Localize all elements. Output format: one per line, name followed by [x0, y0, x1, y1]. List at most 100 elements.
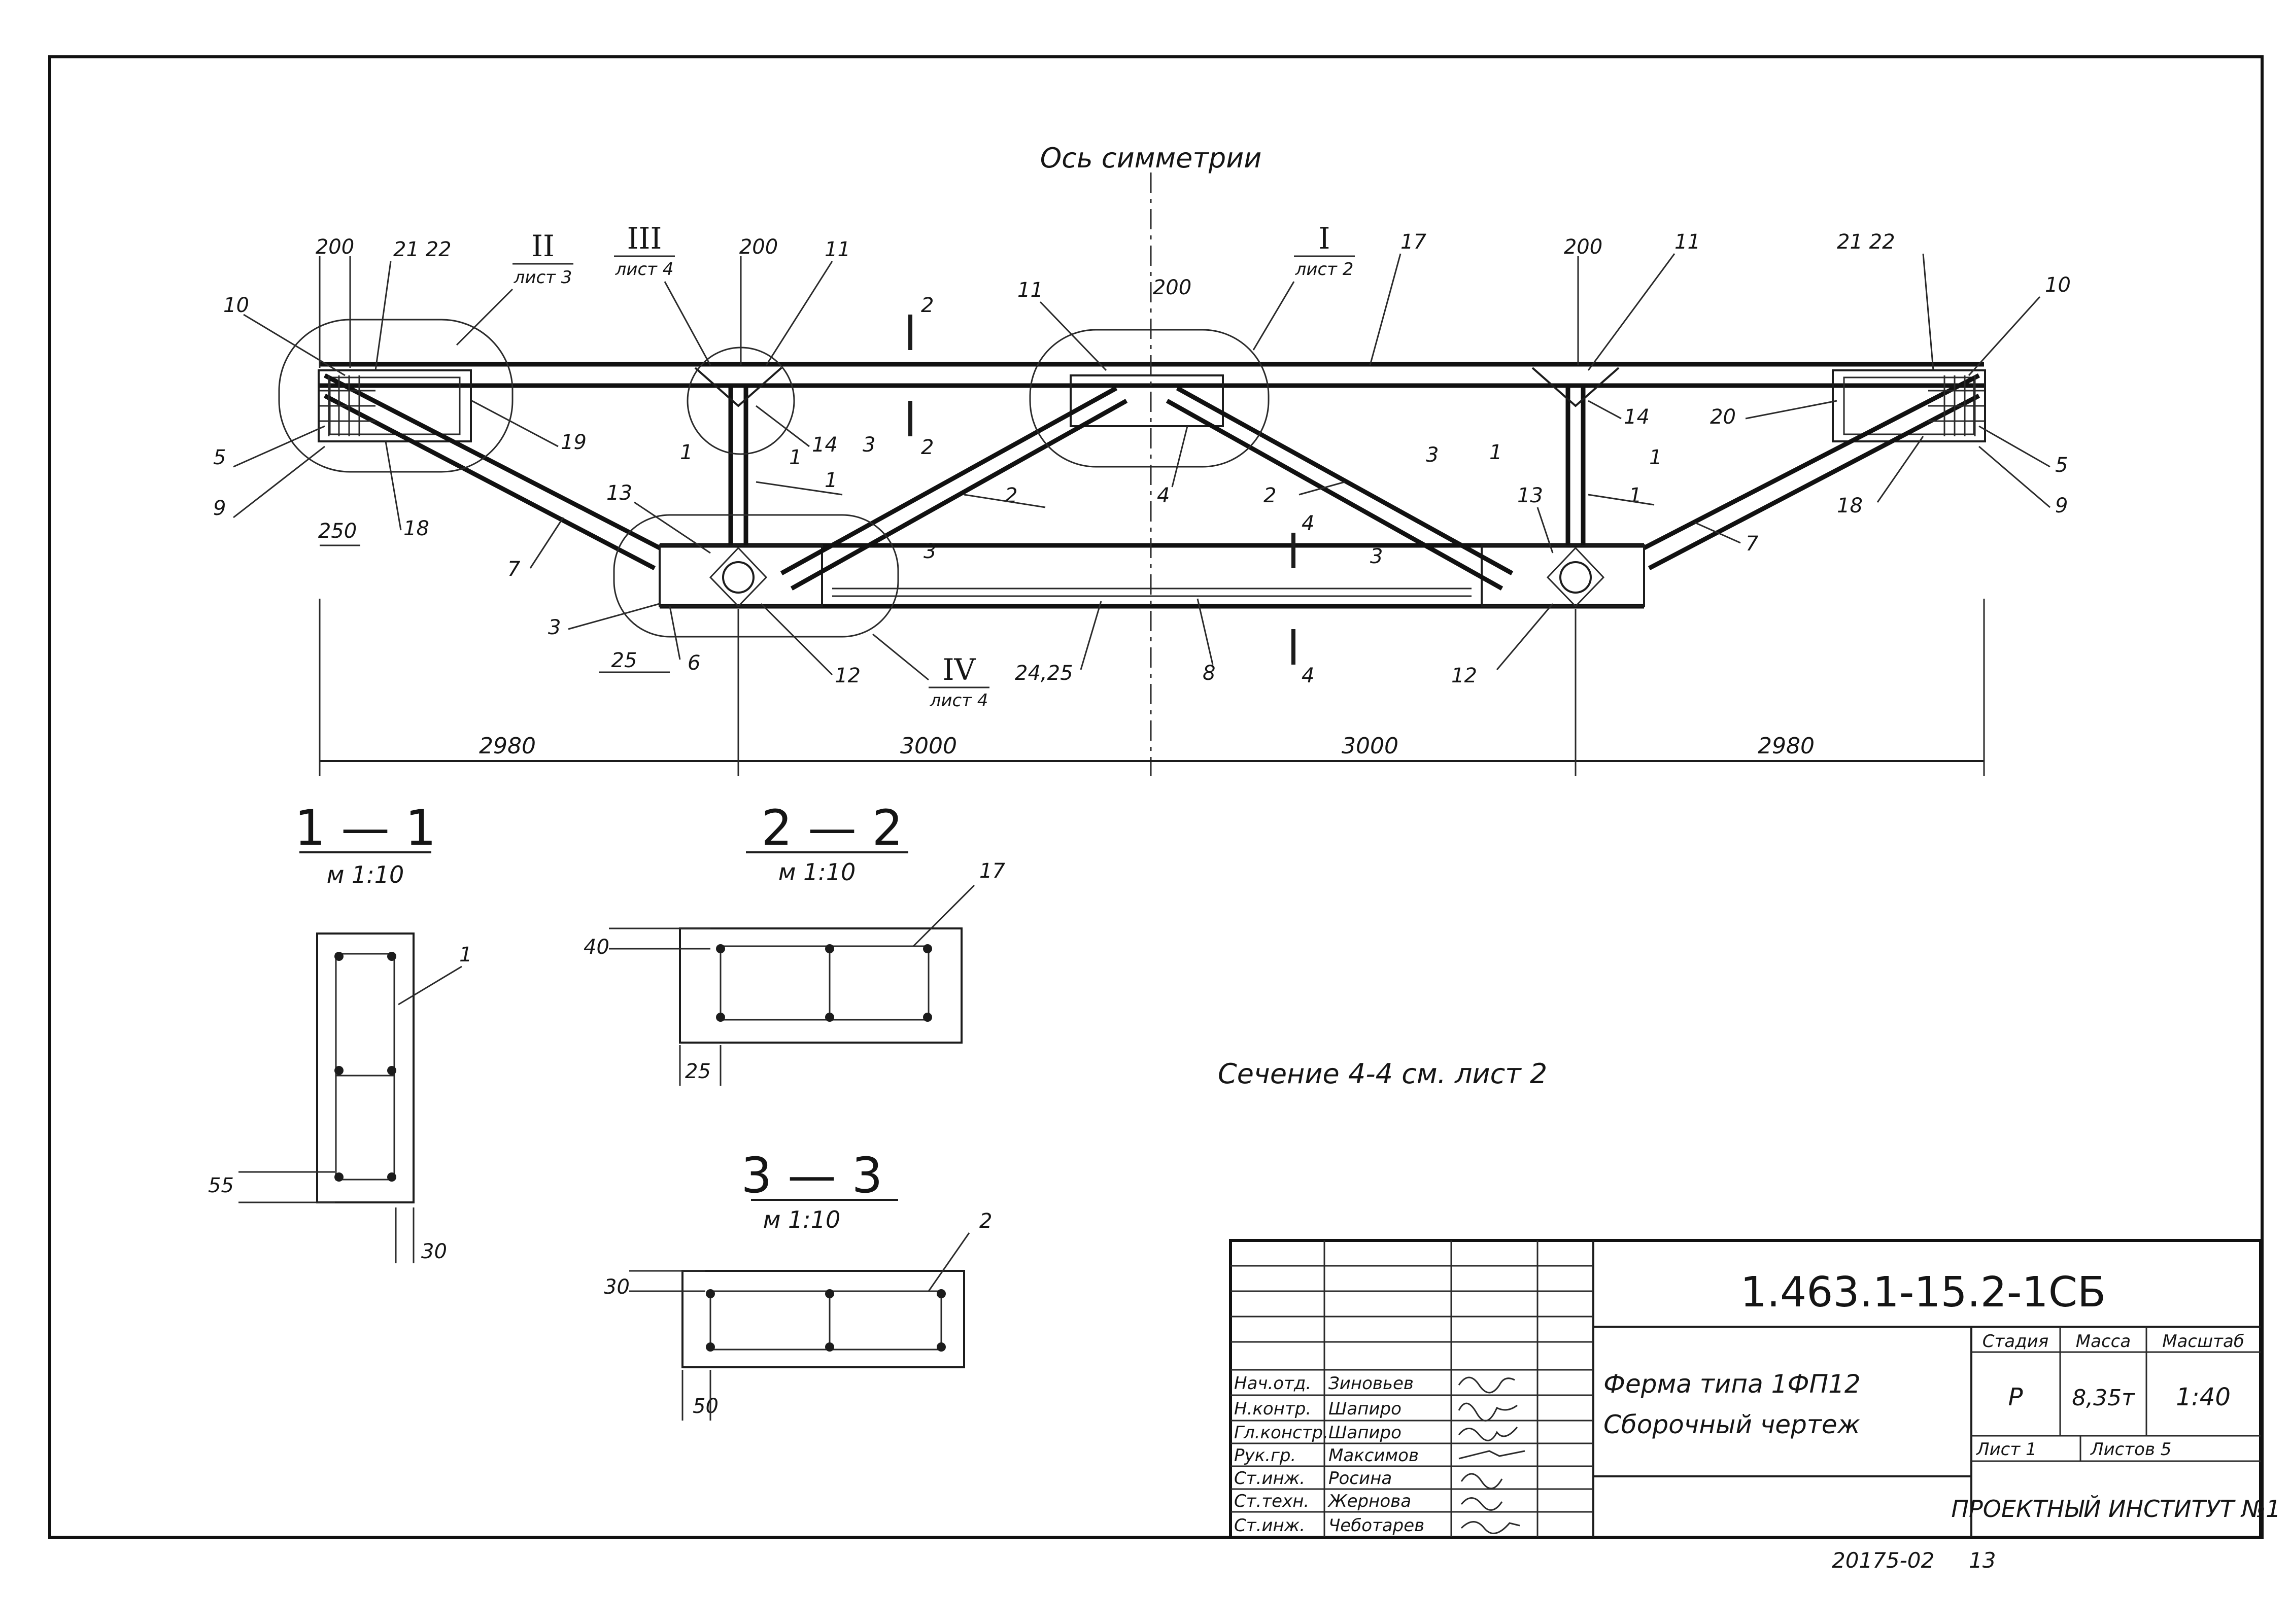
leader-14-left	[756, 405, 810, 447]
cut-3-a: 3	[863, 433, 875, 457]
scribble-7	[1460, 1521, 1520, 1534]
mark-9-left: 9	[213, 497, 226, 520]
mark-10-right: 10	[2045, 273, 2071, 297]
mark-2-right: 2	[1263, 484, 1276, 507]
mark-11-right: 11	[1674, 230, 1700, 254]
title-block: Нач.отд. Зиновьев Н.контр. Шапиро Гл.кон…	[1229, 1239, 2281, 1539]
cut-2-top-bar	[908, 315, 912, 350]
span-2980-left: 2980	[479, 733, 536, 759]
position-marks: 10 21 22 5 9 19 18 7 3 13 6 12 11 14	[213, 230, 2071, 687]
cut-2-bottom-bar	[908, 401, 912, 436]
right-diagonal-a	[1176, 386, 1514, 575]
stage-header: Стадия	[1983, 1331, 2048, 1352]
leader-9-left	[233, 445, 325, 519]
sig-name-6: Жернова	[1327, 1491, 1411, 1511]
signature-scribbles	[1458, 1376, 1525, 1534]
section-1-1-dim-b: 30	[421, 1240, 447, 1263]
archive-number: 20175-02	[1832, 1548, 1934, 1573]
callout-I: I	[1319, 221, 1330, 256]
mark-13-right: 13	[1517, 484, 1543, 507]
sheet-number: Лист 1	[1975, 1439, 2037, 1460]
leader-7-right	[1694, 522, 1741, 544]
leader-3	[568, 603, 660, 630]
s33-bar-2	[825, 1289, 834, 1298]
sig-role-7: Ст.инж.	[1234, 1515, 1305, 1536]
mark-12-right: 12	[1451, 664, 1477, 687]
mark-7-left: 7	[507, 558, 521, 581]
left-end-diagonal-b	[323, 394, 656, 570]
dim-200-right: 200	[1564, 235, 1602, 259]
mark-18-right: 18	[1837, 494, 1863, 517]
section-1-1-stirrup-b	[335, 1075, 395, 1181]
sig-role-3: Гл.констр.	[1234, 1423, 1328, 1443]
sig-name-5: Росина	[1328, 1468, 1392, 1489]
section-2-2-dim-a: 40	[584, 936, 609, 959]
section-1-1-title: 1 — 1	[294, 800, 436, 856]
callout-II-leader	[456, 288, 514, 346]
description-line1: Ферма типа 1ФП12	[1603, 1369, 1861, 1399]
mark-3: 3	[548, 616, 561, 639]
leader-7-left	[529, 517, 564, 569]
mark-18-left: 18	[403, 517, 429, 540]
leader-10-right	[1968, 296, 2041, 376]
mark-2122-left: 21 22	[393, 238, 452, 261]
leader-11-centre	[1039, 301, 1107, 371]
sheets-total: Листов 5	[2090, 1439, 2171, 1460]
cut-4-top: 4	[1302, 512, 1314, 535]
mark-14-right: 14	[1624, 405, 1650, 429]
sig-name-7: Чеботарев	[1328, 1515, 1424, 1536]
mark-1-right: 1	[1629, 484, 1642, 507]
mark-7-right: 7	[1746, 532, 1759, 556]
cut-4-bottom: 4	[1302, 664, 1314, 687]
leader-13-right	[1536, 507, 1554, 554]
cut-2-top: 2	[921, 294, 934, 317]
scribble-1	[1458, 1376, 1515, 1394]
left-vertical-haunch	[694, 367, 782, 407]
left-diagonal-b	[790, 399, 1128, 591]
cut-1-c: 1	[1489, 441, 1502, 464]
right-end-diagonal-a	[1643, 373, 1980, 550]
callout-II-sheet: лист 3	[514, 267, 572, 288]
cut-3-b: 3	[924, 540, 936, 563]
section-2-2-dim-b: 25	[685, 1060, 711, 1083]
leader-17	[1369, 253, 1402, 366]
scribble-3	[1458, 1427, 1518, 1441]
s11-bar-2	[387, 952, 396, 961]
dim-25: 25	[611, 649, 637, 672]
sig-name-3: Шапиро	[1328, 1423, 1402, 1443]
mark-11-centre: 11	[1017, 279, 1043, 302]
sig-name-4: Максимов	[1328, 1445, 1419, 1466]
cut-4-top-bar	[1291, 533, 1295, 568]
s33-bar-4	[706, 1342, 715, 1352]
sig-name-2: Шапиро	[1328, 1399, 1402, 1419]
section-3-3: 3 — 3 м 1:10 2 30 50	[604, 1147, 992, 1421]
sig-role-6: Ст.техн.	[1234, 1491, 1309, 1511]
title-block-frame	[1229, 1239, 2262, 1539]
left-node-circle	[722, 561, 755, 594]
section-3-3-scale: м 1:10	[763, 1206, 841, 1233]
leader-18-left	[385, 441, 402, 531]
s22-bar-5	[825, 1013, 834, 1022]
s22-bar-3	[923, 944, 932, 953]
right-node-rebar	[1546, 546, 1605, 608]
mark-17: 17	[1400, 230, 1426, 254]
leader-2-right	[1298, 481, 1345, 496]
left-node-rebar	[709, 546, 768, 608]
mark-5-left: 5	[213, 446, 226, 469]
section-1-1-stirrup-a	[335, 953, 395, 1077]
section-3-3-outline	[681, 1270, 965, 1368]
mark-2425: 24,25	[1015, 662, 1073, 685]
mark-6: 6	[688, 651, 700, 675]
sig-role-1: Нач.отд.	[1234, 1373, 1311, 1394]
symmetry-axis-label: Ось симметрии	[1040, 142, 1262, 174]
leader-13-left	[634, 501, 711, 554]
leader-5-right	[1978, 425, 2050, 468]
dim-200-node: 200	[739, 235, 778, 259]
mark-4: 4	[1157, 484, 1170, 507]
leader-18-right	[1876, 436, 1924, 503]
scribble-2	[1458, 1402, 1518, 1422]
s11-bar-6	[387, 1172, 396, 1182]
right-diagonal-b	[1166, 399, 1503, 591]
